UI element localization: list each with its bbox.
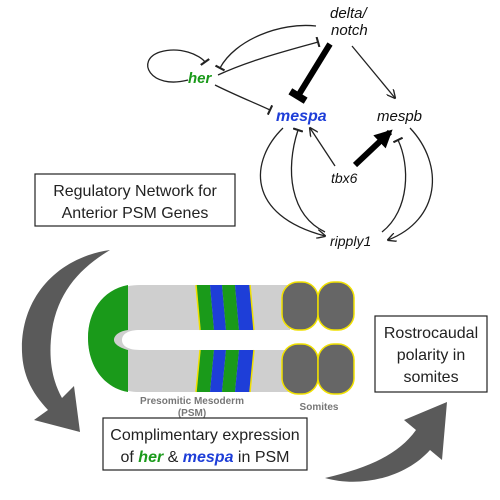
tbx6-to-mespb-edge [352,129,393,168]
expression-of: of [121,449,139,466]
gene-tbx6: tbx6 [331,170,358,186]
stripe-mespa-upper-1 [210,285,226,330]
stripe-her-upper-2 [222,285,239,330]
her-to-mespa-edge [214,84,274,116]
expression-amp: & [163,449,183,466]
polarity-line-2: polarity in [397,347,465,364]
expression-line-2: of her & mespa in PSM [121,449,290,466]
stripe-her-lower-2 [222,350,239,392]
polarity-box: Rostrocaudal polarity in somites [374,315,488,393]
left-curved-arrow [21,250,110,432]
expression-her: her [138,449,164,466]
stripe-her-upper-1 [196,285,214,330]
regulatory-network-box: Regulatory Network for Anterior PSM Gene… [34,173,236,227]
stripe-mespa-upper-2 [235,285,254,330]
stripe-outline-lower-2 [249,349,255,393]
polarity-line-1: Rostrocaudal [384,325,478,342]
somite-lower-2 [317,343,355,395]
stripe-mespa-lower-2 [235,350,254,392]
regulatory-line-2: Anterior PSM Genes [62,205,209,222]
gene-her: her [188,70,213,87]
somites-label: Somites [300,402,339,413]
notch-to-mespa-edge [288,42,333,104]
her-to-notch-edge [217,36,321,76]
notch-to-mespb-edge [351,45,395,98]
stripe-outline-upper-2 [249,284,255,331]
gene-ripply1: ripply1 [330,233,371,249]
gene-mespa: mespa [276,108,327,125]
expression-line-1: Complimentary expression [110,427,299,444]
mespb-to-ripply1-edge [388,127,433,240]
her-tailbud-region [88,285,128,392]
somite-lower-1 [281,343,319,395]
gene-delta-notch-line2: notch [331,22,368,39]
stripe-outline-upper [195,284,201,331]
stripe-her-lower-1 [196,350,214,392]
somite-upper-2 [317,281,355,331]
expression-tail: in PSM [233,449,289,466]
regulatory-line-1: Regulatory Network for [53,183,217,200]
expression-box: Complimentary expression of her & mespa … [102,417,308,471]
right-curved-arrow [325,402,447,482]
stripe-outline-lower [195,349,201,393]
somite-upper-1 [281,281,319,331]
mespa-to-ripply1-edge [259,127,325,236]
psm-schematic: Presomitic Mesoderm (PSM) Somites [88,281,355,419]
polarity-line-3: somites [403,369,458,386]
psm-label: Presomitic Mesoderm [140,396,244,407]
her-self-inhibition-edge [147,49,210,83]
notch-to-her-edge [214,24,317,72]
ripply1-to-mespa-edge [290,127,326,233]
ripply1-to-mespb-edge [381,136,407,233]
tbx6-to-mespa-edge [310,128,336,167]
gene-mespb: mespb [377,108,422,125]
psm-label-abbrev: (PSM) [178,408,206,419]
gene-delta-notch: delta/ [330,5,369,22]
stripe-mespa-lower-1 [210,350,226,392]
expression-mespa: mespa [183,449,234,466]
gene-network: delta/ notch her mespa mespb tbx6 ripply… [147,5,433,249]
